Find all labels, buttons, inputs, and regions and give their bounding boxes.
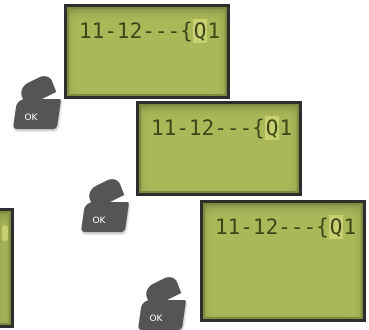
- lcd-display-text-2: 11-12---{Q1: [151, 116, 293, 140]
- lcd-cursor-highlight: Q: [264, 116, 280, 140]
- lcd-screen-2: 11-12---{Q1: [136, 101, 302, 196]
- ok-button-3[interactable]: OK: [137, 300, 187, 330]
- ok-button-label: OK: [92, 216, 106, 226]
- lcd-screen-3: 11-12---{Q1: [200, 200, 366, 322]
- ok-button-2[interactable]: OK: [80, 202, 130, 232]
- lcd-screen-partial: [0, 208, 14, 328]
- lcd-display-text-1: 11-12---{Q1: [79, 19, 221, 43]
- lcd-cursor-highlight: Q: [328, 215, 344, 239]
- lcd-screen-1: 11-12---{Q1: [64, 4, 230, 99]
- ok-button-label: OK: [24, 113, 38, 123]
- ok-button-1[interactable]: OK: [12, 99, 62, 129]
- ok-button-label: OK: [149, 314, 163, 324]
- lcd-display-text-3: 11-12---{Q1: [215, 215, 357, 239]
- lcd-cursor-highlight: Q: [192, 19, 208, 43]
